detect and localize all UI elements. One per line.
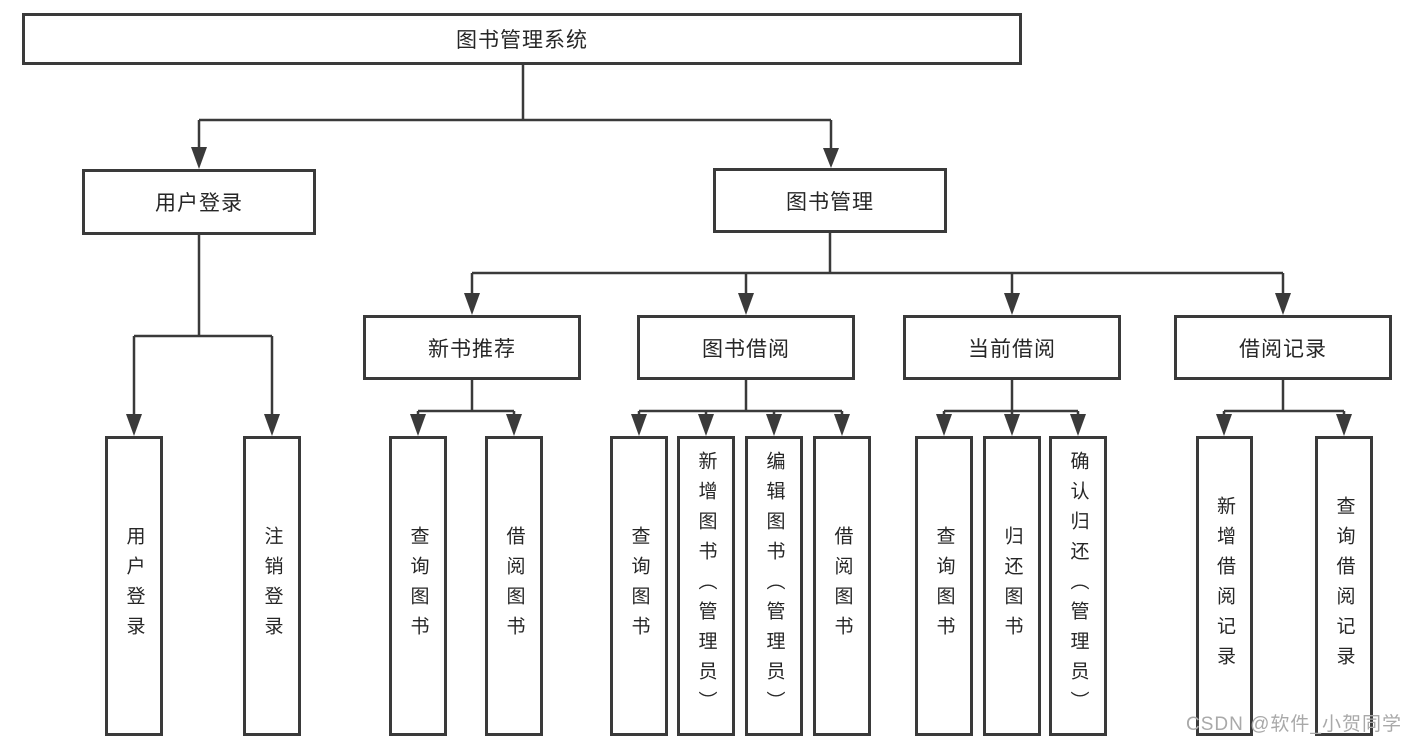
- csdn-watermark: CSDN @软件_小贺同学: [1186, 709, 1402, 736]
- leaf-query-borrow-record-label: 查询借阅记录: [1333, 496, 1355, 676]
- leaf-query-books-2-label: 查询图书: [628, 526, 650, 646]
- leaf-add-books-admin: 新增图书（管理员）: [677, 436, 735, 736]
- leaf-query-books-3-label: 查询图书: [933, 526, 955, 646]
- leaf-borrow-books-1: 借阅图书: [485, 436, 543, 736]
- leaf-query-books-1-label: 查询图书: [407, 526, 429, 646]
- node-book-management-label: 图书管理: [786, 190, 874, 214]
- leaf-query-books-2: 查询图书: [610, 436, 668, 736]
- node-user-login-label: 用户登录: [155, 192, 243, 215]
- leaf-confirm-return-admin-label: 确认归还（管理员）: [1067, 451, 1089, 721]
- node-borrow-records-label: 借阅记录: [1239, 337, 1327, 361]
- leaf-user-login: 用户登录: [105, 436, 163, 736]
- node-new-book-recommend: 新书推荐: [363, 315, 581, 380]
- leaf-logout: 注销登录: [243, 436, 301, 736]
- node-new-book-recommend-label: 新书推荐: [428, 337, 516, 361]
- leaf-edit-books-admin: 编辑图书（管理员）: [745, 436, 803, 736]
- node-borrow-records: 借阅记录: [1174, 315, 1392, 380]
- node-root-label: 图书管理系统: [456, 29, 588, 52]
- node-current-borrow-label: 当前借阅: [968, 337, 1056, 361]
- leaf-borrow-books-2-label: 借阅图书: [831, 526, 853, 646]
- leaf-user-login-label: 用户登录: [123, 526, 145, 646]
- leaf-add-borrow-record-label: 新增借阅记录: [1214, 496, 1235, 676]
- node-user-login: 用户登录: [82, 169, 316, 235]
- leaf-borrow-books-1-label: 借阅图书: [503, 526, 525, 646]
- node-book-borrow: 图书借阅: [637, 315, 855, 380]
- node-book-management: 图书管理: [713, 168, 947, 233]
- leaf-logout-label: 注销登录: [261, 526, 283, 646]
- leaf-return-books-label: 归还图书: [1001, 526, 1023, 646]
- node-current-borrow: 当前借阅: [903, 315, 1121, 380]
- leaf-add-books-admin-label: 新增图书（管理员）: [695, 451, 717, 721]
- leaf-edit-books-admin-label: 编辑图书（管理员）: [763, 451, 785, 721]
- node-book-borrow-label: 图书借阅: [702, 337, 790, 361]
- csdn-watermark-text: CSDN @软件_小贺同学: [1186, 714, 1402, 735]
- leaf-confirm-return-admin: 确认归还（管理员）: [1049, 436, 1107, 736]
- leaf-query-books-1: 查询图书: [389, 436, 447, 736]
- leaf-query-borrow-record: 查询借阅记录: [1315, 436, 1373, 736]
- node-root: 图书管理系统: [22, 13, 1022, 65]
- leaf-borrow-books-2: 借阅图书: [813, 436, 871, 736]
- leaf-return-books: 归还图书: [983, 436, 1041, 736]
- leaf-query-books-3: 查询图书: [915, 436, 973, 736]
- leaf-add-borrow-record: 新增借阅记录: [1196, 436, 1253, 736]
